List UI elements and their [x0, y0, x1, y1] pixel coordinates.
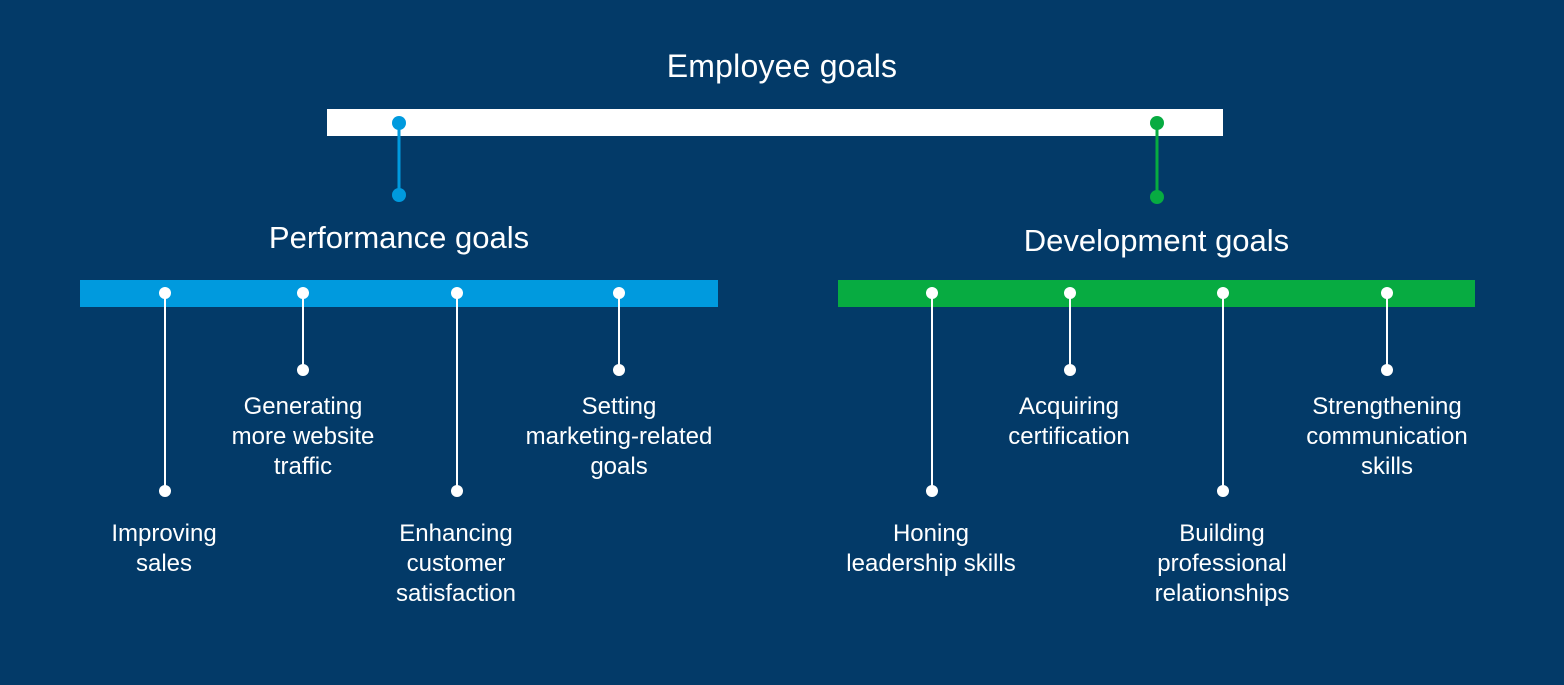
leaf-line: communication: [1306, 423, 1468, 450]
performance-bar: [80, 280, 718, 307]
leaf-stem-generating-traffic-end-dot: [297, 364, 309, 376]
leaf-line: skills: [1361, 453, 1413, 480]
leaf-label-strengthening-communication: Strengthening communication skills: [1267, 392, 1507, 482]
leaf-stem-enhancing-satisfaction-line: [456, 293, 458, 491]
leaf-stem-enhancing-satisfaction: [451, 287, 463, 497]
leaf-stem-acquiring-certification-end-dot: [1064, 364, 1076, 376]
leaf-line: Improving: [111, 520, 217, 547]
leaf-line: Generating: [243, 393, 363, 420]
connector-development-top-dot: [1150, 116, 1164, 130]
leaf-line: certification: [1008, 423, 1130, 450]
leaf-line: goals: [590, 453, 648, 480]
leaf-stem-setting-marketing-goals-line: [618, 293, 620, 370]
leaf-line: Acquiring: [1018, 393, 1120, 420]
leaf-stem-improving-sales-line: [164, 293, 166, 491]
leaf-line: Setting: [581, 393, 657, 420]
leaf-stem-acquiring-certification: [1064, 287, 1076, 376]
page-title: Employee goals: [666, 48, 898, 84]
leaf-line: more website: [231, 423, 375, 450]
leaf-stem-improving-sales-end-dot: [159, 485, 171, 497]
connector-performance-line: [397, 123, 401, 195]
connector-performance-top-dot: [392, 116, 406, 130]
leaf-line: marketing-related: [525, 423, 713, 450]
leaf-stem-building-relationships: [1217, 287, 1229, 497]
leaf-label-honing-leadership: Honing leadership skills: [811, 519, 1051, 579]
leaf-stem-strengthening-communication-line: [1386, 293, 1388, 370]
leaf-stem-enhancing-satisfaction-end-dot: [451, 485, 463, 497]
leaf-label-enhancing-satisfaction: Enhancing customer satisfaction: [336, 519, 576, 609]
leaf-line: Honing: [892, 520, 970, 547]
leaf-label-generating-traffic: Generating more website traffic: [183, 392, 423, 482]
leaf-stem-strengthening-communication: [1381, 287, 1393, 376]
leaf-line: Enhancing: [399, 520, 513, 547]
leaf-line: Strengthening: [1312, 393, 1462, 420]
leaf-stem-generating-traffic-line: [302, 293, 304, 370]
root-bar: [327, 109, 1223, 136]
leaf-stem-improving-sales: [159, 287, 171, 497]
leaf-stem-strengthening-communication-end-dot: [1381, 364, 1393, 376]
leaf-stem-acquiring-certification-line: [1069, 293, 1071, 370]
leaf-stem-building-relationships-line: [1222, 293, 1224, 491]
development-bar: [838, 280, 1475, 307]
leaf-label-setting-marketing-goals: Setting marketing-related goals: [489, 392, 749, 482]
leaf-stem-setting-marketing-goals-end-dot: [613, 364, 625, 376]
leaf-stem-setting-marketing-goals: [613, 287, 625, 376]
leaf-line: customer: [406, 550, 506, 577]
connector-development-line: [1155, 123, 1159, 197]
leaf-label-improving-sales: Improving sales: [44, 519, 284, 579]
leaf-label-building-relationships: Building professional relationships: [1102, 519, 1342, 609]
leaf-line: relationships: [1154, 580, 1290, 607]
leaf-label-acquiring-certification: Acquiring certification: [949, 392, 1189, 452]
connector-development: [1150, 116, 1164, 204]
connector-development-bottom-dot: [1150, 190, 1164, 204]
branch-title-performance: Performance goals: [268, 220, 530, 255]
leaf-line: satisfaction: [395, 580, 517, 607]
connector-performance: [392, 116, 406, 202]
leaf-line: leadership skills: [846, 550, 1016, 577]
leaf-stem-generating-traffic: [297, 287, 309, 376]
leaf-stem-building-relationships-end-dot: [1217, 485, 1229, 497]
leaf-stem-honing-leadership-end-dot: [926, 485, 938, 497]
leaf-stem-honing-leadership: [926, 287, 938, 497]
leaf-stem-honing-leadership-line: [931, 293, 933, 491]
leaf-line: sales: [135, 550, 193, 577]
connector-performance-bottom-dot: [392, 188, 406, 202]
leaf-line: Building: [1179, 520, 1265, 547]
branch-title-development: Development goals: [1023, 223, 1290, 258]
leaf-line: professional: [1157, 550, 1287, 577]
leaf-line: traffic: [273, 453, 333, 480]
